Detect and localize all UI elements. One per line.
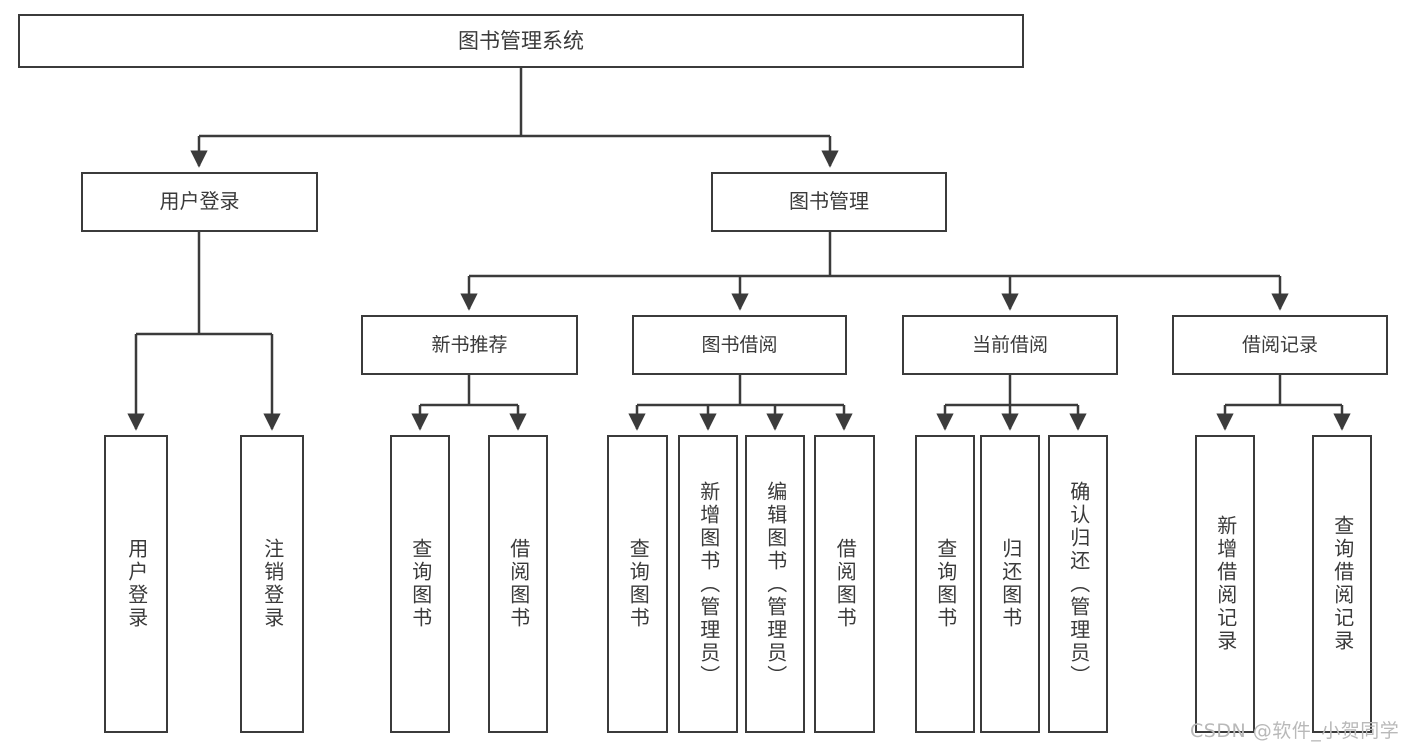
node-level2-0[interactable]: 新书推荐 <box>361 315 578 375</box>
node-leaf-6-label: 编辑图书（管理员） <box>763 480 788 688</box>
node-leaf-1-label: 注销登录 <box>260 538 285 630</box>
node-leaf-9[interactable]: 归还图书 <box>980 435 1040 733</box>
node-leaf-8[interactable]: 查询图书 <box>915 435 975 733</box>
node-leaf-5-label: 新增图书（管理员） <box>696 480 721 688</box>
node-level1-0[interactable]: 用户登录 <box>81 172 318 232</box>
node-leaf-3-label: 借阅图书 <box>506 538 531 630</box>
watermark-credit: CSDN @软件_小贺同学 <box>1190 720 1400 742</box>
node-leaf-6[interactable]: 编辑图书（管理员） <box>745 435 805 733</box>
node-level2-1-label: 图书借阅 <box>701 333 778 356</box>
node-level1-1-label: 图书管理 <box>789 189 869 214</box>
node-root[interactable]: 图书管理系统 <box>18 14 1024 68</box>
node-leaf-9-label: 归还图书 <box>998 538 1023 630</box>
node-leaf-4[interactable]: 查询图书 <box>607 435 668 733</box>
node-leaf-10-label: 确认归还（管理员） <box>1066 480 1091 688</box>
node-level1-0-label: 用户登录 <box>159 189 240 214</box>
node-level2-0-label: 新书推荐 <box>431 333 508 356</box>
node-leaf-2[interactable]: 查询图书 <box>390 435 450 733</box>
node-leaf-11[interactable]: 新增借阅记录 <box>1195 435 1255 733</box>
node-leaf-11-label: 新增借阅记录 <box>1213 515 1238 653</box>
node-leaf-10[interactable]: 确认归还（管理员） <box>1048 435 1108 733</box>
node-level1-1[interactable]: 图书管理 <box>711 172 947 232</box>
node-leaf-0[interactable]: 用户登录 <box>104 435 168 733</box>
node-level2-3[interactable]: 借阅记录 <box>1172 315 1388 375</box>
node-leaf-2-label: 查询图书 <box>408 538 433 630</box>
node-leaf-12[interactable]: 查询借阅记录 <box>1312 435 1372 733</box>
node-leaf-3[interactable]: 借阅图书 <box>488 435 548 733</box>
node-level2-2-label: 当前借阅 <box>971 333 1048 356</box>
node-leaf-7[interactable]: 借阅图书 <box>814 435 875 733</box>
node-level2-3-label: 借阅记录 <box>1241 333 1318 356</box>
node-leaf-4-label: 查询图书 <box>626 538 651 630</box>
node-leaf-0-label: 用户登录 <box>124 538 149 630</box>
node-leaf-7-label: 借阅图书 <box>833 538 858 630</box>
node-leaf-8-label: 查询图书 <box>933 538 958 630</box>
node-level2-1[interactable]: 图书借阅 <box>632 315 847 375</box>
node-leaf-5[interactable]: 新增图书（管理员） <box>678 435 738 733</box>
node-leaf-1[interactable]: 注销登录 <box>240 435 304 733</box>
node-level2-2[interactable]: 当前借阅 <box>902 315 1118 375</box>
node-leaf-12-label: 查询借阅记录 <box>1330 515 1355 653</box>
node-root-label: 图书管理系统 <box>458 28 584 53</box>
